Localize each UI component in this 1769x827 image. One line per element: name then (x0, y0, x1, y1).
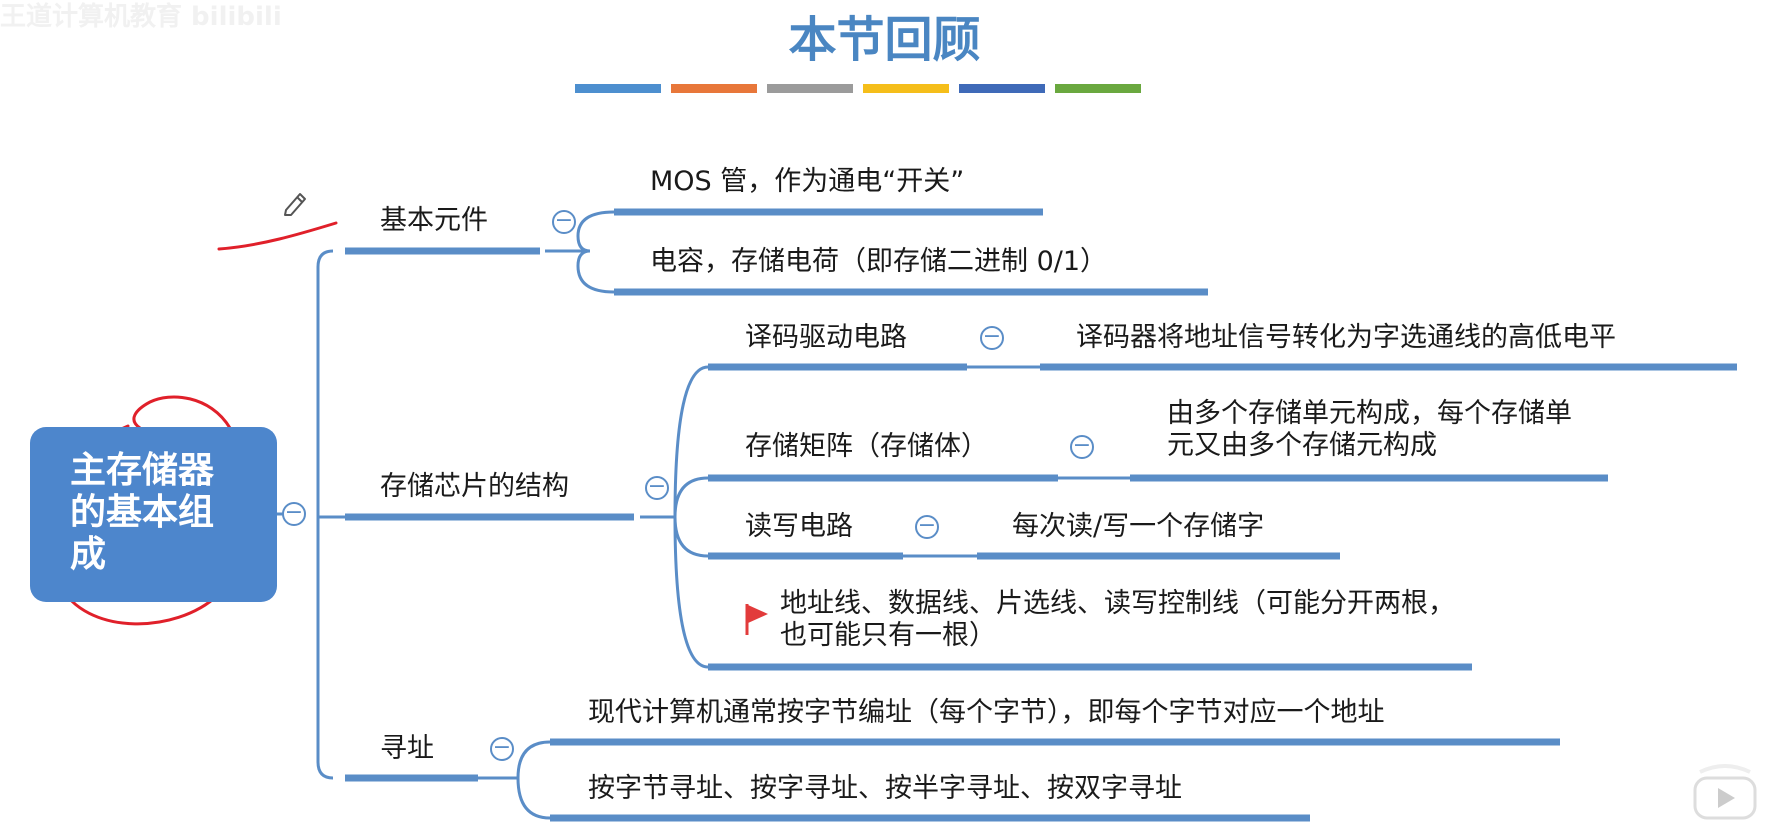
color-bar-4 (863, 84, 949, 93)
node-lines[interactable]: 地址线、数据线、片选线、读写控制线（可能分开两根，也可能只有一根） (780, 588, 1455, 651)
color-bar-2 (671, 84, 757, 93)
slide-title: 本节回顾 (788, 12, 981, 68)
node-addressing-modes[interactable]: 按字节寻址、按字寻址、按半字寻址、按双字寻址 (588, 773, 1182, 804)
collapse-rw-icon[interactable]: − (915, 515, 939, 539)
color-bar-6 (1055, 84, 1141, 93)
watermark: 王道计算机教育 bilibili (0, 2, 282, 32)
root-node[interactable]: 主存储器的基本组成 (30, 427, 277, 602)
collapse-addressing-icon[interactable]: − (490, 737, 514, 761)
collapse-chip-icon[interactable]: − (645, 476, 669, 500)
flag-icon (745, 604, 768, 635)
node-byte-addressing[interactable]: 现代计算机通常按字节编址（每个字节），即每个字节对应一个地址 (588, 697, 1385, 728)
node-rw[interactable]: 读写电路 (745, 511, 853, 542)
node-decoder[interactable]: 译码驱动电路 (745, 322, 907, 353)
pencil-icon (284, 193, 306, 216)
red-annotation-stroke (217, 221, 338, 251)
play-icon[interactable] (1690, 760, 1760, 820)
node-addressing[interactable]: 寻址 (380, 733, 434, 764)
collapse-basic-icon[interactable]: − (552, 210, 576, 234)
node-chip[interactable]: 存储芯片的结构 (380, 471, 569, 502)
node-rw-detail[interactable]: 每次读/写一个存储字 (1012, 511, 1265, 542)
node-decoder-detail[interactable]: 译码器将地址信号转化为字选通线的高低电平 (1076, 322, 1616, 353)
color-bar-3 (767, 84, 853, 93)
node-mos[interactable]: MOS 管，作为通电“开关” (650, 166, 965, 197)
collapse-matrix-icon[interactable]: − (1070, 435, 1094, 459)
node-matrix-detail[interactable]: 由多个存储单元构成，每个存储单元又由多个存储元构成 (1167, 398, 1572, 461)
color-bar-5 (959, 84, 1045, 93)
root-spine (316, 249, 334, 780)
node-matrix[interactable]: 存储矩阵（存储体） (745, 431, 988, 462)
collapse-decoder-icon[interactable]: − (980, 326, 1004, 350)
node-capacitor[interactable]: 电容，存储电荷（即存储二进制 0/1） (650, 246, 1108, 277)
node-basic[interactable]: 基本元件 (380, 205, 488, 236)
collapse-root-icon[interactable]: − (282, 502, 306, 526)
color-bar-1 (575, 84, 661, 93)
